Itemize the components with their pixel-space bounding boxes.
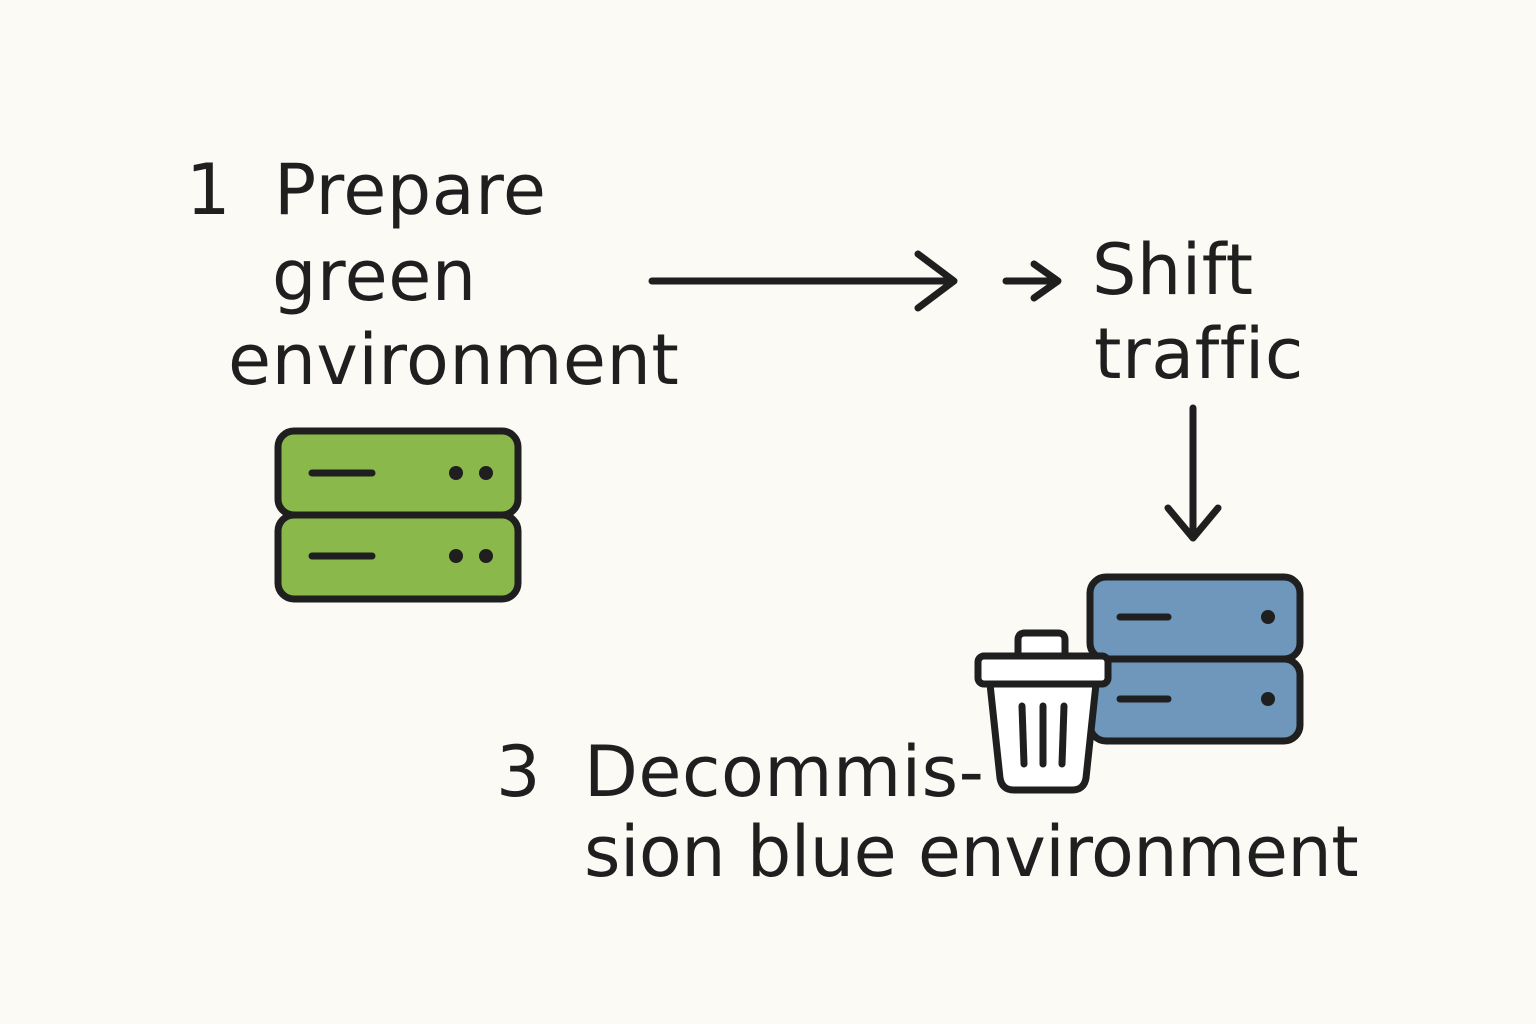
step-3-number: 3 (496, 731, 541, 813)
step-1-label-line-3: environment (228, 319, 680, 401)
arrow-right-long (648, 250, 958, 312)
trash-can-icon (974, 629, 1112, 794)
step-1-label-line-1: Prepare (274, 149, 547, 231)
blue-server-stack-icon (1086, 573, 1304, 745)
step-2-label-line-2: traffic (1094, 313, 1304, 395)
arrow-down (1164, 404, 1222, 542)
step-2-label-line-1: Shift (1092, 229, 1254, 311)
step-1-label-line-2: green (272, 235, 477, 317)
arrow-right-short (1002, 260, 1062, 302)
step-3-label-line-2: sion blue environment (584, 811, 1359, 893)
step-3-label-line-1: Decommis- (584, 731, 985, 813)
green-server-stack-icon (274, 427, 522, 603)
step-1-number: 1 (186, 149, 231, 231)
